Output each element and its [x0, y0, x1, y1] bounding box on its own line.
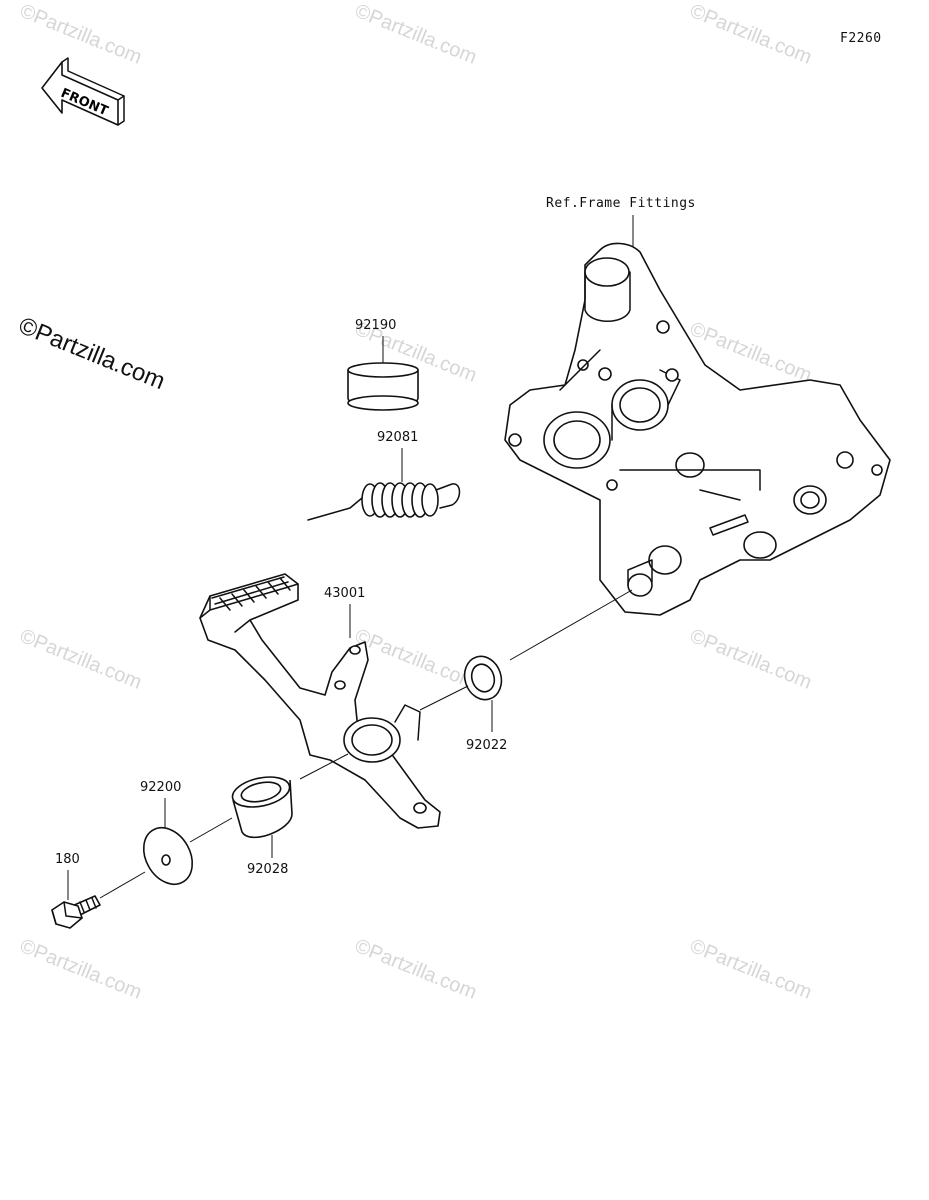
brake-pedal-43001	[199, 573, 441, 829]
spring-92081	[307, 482, 461, 521]
part-label-92200: 92200	[140, 780, 182, 795]
reference-label: Ref.Frame Fittings	[546, 196, 696, 211]
bolt-180	[51, 895, 101, 929]
washer-92200	[142, 826, 194, 886]
part-label-180: 180	[55, 852, 80, 867]
collar-92190	[347, 362, 419, 411]
front-arrow-icon: FRONT	[41, 57, 125, 126]
frame-fitting-bracket	[504, 242, 891, 616]
assembly-axis	[99, 589, 633, 899]
part-label-92190: 92190	[355, 318, 397, 333]
diagram-code: F2260	[840, 31, 882, 46]
part-label-92028: 92028	[247, 862, 289, 877]
washer-92022	[463, 655, 503, 701]
part-label-92081: 92081	[377, 430, 419, 445]
part-label-92022: 92022	[466, 738, 508, 753]
bushing-92028	[231, 776, 293, 839]
part-label-43001: 43001	[324, 586, 366, 601]
